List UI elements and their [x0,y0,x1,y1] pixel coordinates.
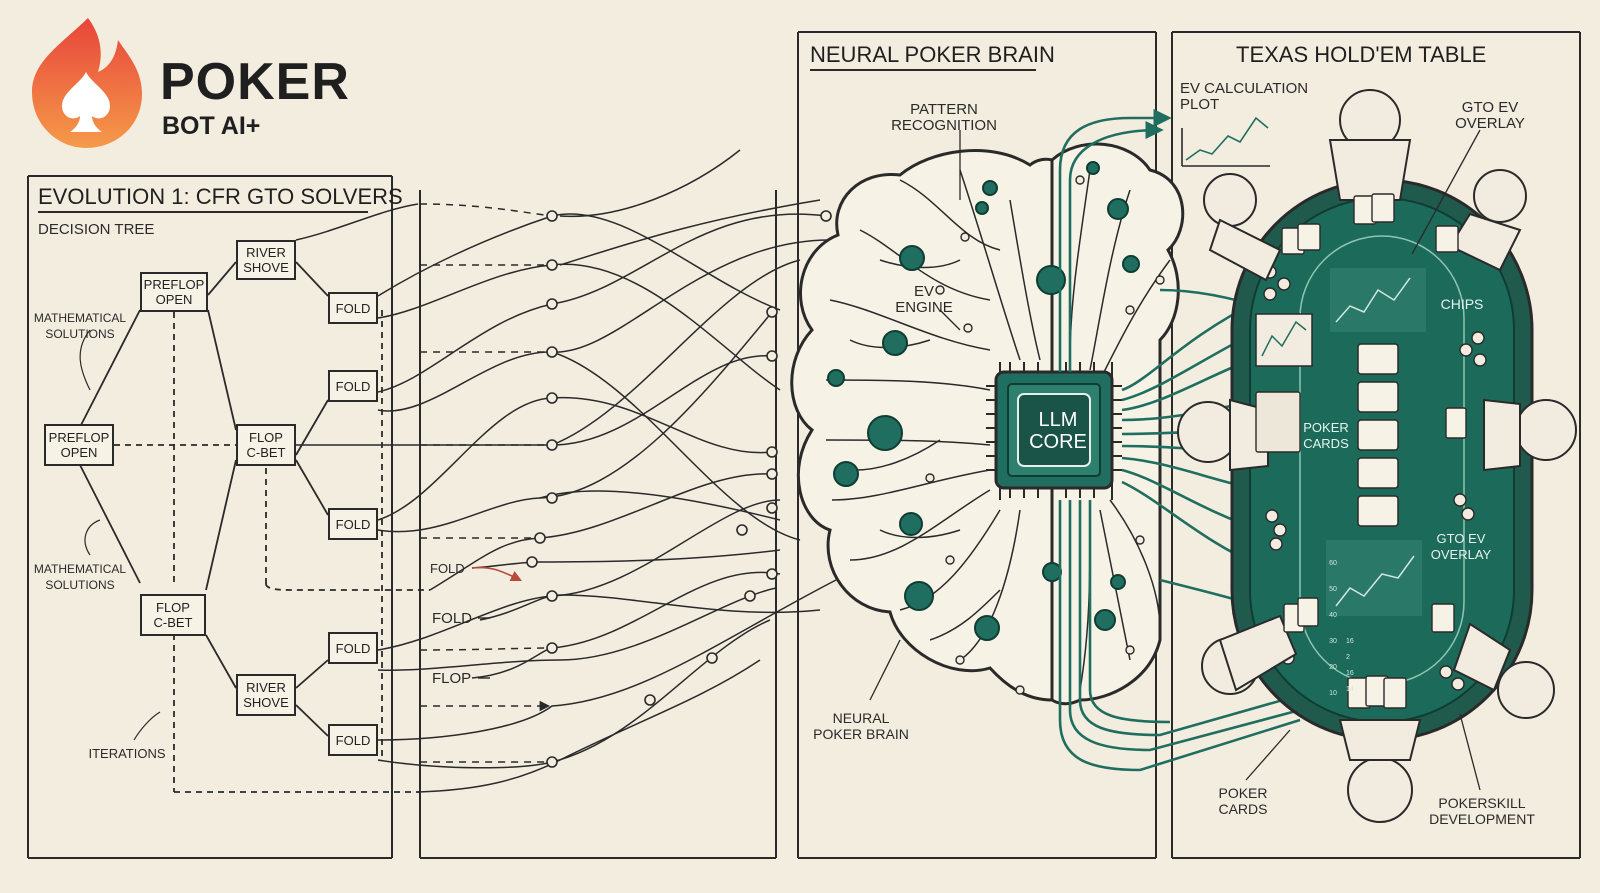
poker-cards-label-mid: POKER CARDS [1303,420,1349,451]
fold-label-b: FOLD [432,610,473,627]
chart-tick-14: 14 [1346,686,1354,693]
chart-tick-40: 40 [1329,612,1337,619]
chips-label: CHIPS [1440,296,1484,312]
ev-engine-label: EV ENGINE [895,283,953,316]
ev-calculation-plot-icon [1181,116,1270,167]
pokerskill-development-label: POKERSKILL DEVELOPMENT [1429,795,1535,827]
poker-cards-label-bottom: POKER CARDS [1218,785,1268,817]
tree-node-fold-5: FOLD [328,724,378,756]
flame-logo-icon [32,18,142,148]
tree-node-fold-2: FOLD [328,370,378,402]
tree-edges [79,261,430,793]
chart-tick-20: 20 [1329,664,1337,671]
wire-junction-nodes [526,210,832,768]
players-icon [1177,89,1577,823]
chart-tick-10: 10 [1329,690,1337,697]
chart-tick-labels-y: 60 50 40 30 20 10 [1326,544,1340,700]
brand-subtitle: BOT AI+ [162,112,261,140]
chart-tick-labels-x: 16 2 16 14 [1346,618,1416,698]
chart-tick-16b: 16 [1346,670,1354,677]
chart-tick-60: 60 [1329,560,1337,567]
math-solutions-label-bottom: MATHEMATICAL SOLUTIONS [33,562,127,592]
brand-title: POKER [160,53,350,111]
tree-node-fold-4: FOLD [328,632,378,664]
chart-tick-30: 30 [1329,638,1337,645]
chart-tick-2: 2 [1346,654,1350,661]
solvers-panel-title: EVOLUTION 1: CFR GTO SOLVERS [38,184,403,209]
fold-label-a: FOLD [430,561,465,576]
brain-illustration [790,142,1185,706]
iterations-label: ITERATIONS [88,746,166,761]
llm-core-label: LLM CORE [1029,409,1087,453]
pattern-recognition-label: PATTERN RECOGNITION [891,101,997,134]
decision-tree-label: DECISION TREE [38,221,155,238]
gto-ev-overlay-label-top: GTO EV OVERLAY [1455,99,1525,132]
dashed-wires [419,203,553,763]
held-cards-icon [1255,193,1467,709]
chart-tick-50: 50 [1329,586,1337,593]
table-ev-charts [1255,268,1426,616]
table-callout-lines [869,129,1481,791]
tree-node-preflop-open: PREFLOP OPEN [140,272,208,312]
tree-node-river-shove-low: RIVER SHOVE [236,674,296,716]
chart-tick-16a: 16 [1346,638,1354,645]
tree-node-flop-cbet-low: FLOP C-BET [140,594,206,636]
table-panel-title: TEXAS HOLD'EM TABLE [1236,42,1487,67]
tree-to-brain-wires [295,149,837,793]
tree-node-fold-1: FOLD [328,292,378,324]
flop-label: FLOP [432,670,472,687]
ev-calculation-plot-label: EV CALCULATION PLOT [1180,80,1309,113]
gto-ev-overlay-label-mid: GTO EV OVERLAY [1430,531,1492,562]
math-solutions-label-top: MATHEMATICAL SOLUTIONS [33,311,127,341]
community-cards [1357,343,1399,527]
brain-panel-title: NEURAL POKER BRAIN [810,42,1055,67]
tree-node-fold-3: FOLD [328,508,378,540]
tree-node-flop-cbet-mid: FLOP C-BET [236,424,296,466]
llm-core-chip-icon [986,362,1122,500]
tree-node-preflop-open-root: PREFLOP OPEN [44,424,114,466]
tree-node-river-shove-top: RIVER SHOVE [236,240,296,280]
neural-poker-brain-label: NEURAL POKER BRAIN [813,710,909,742]
